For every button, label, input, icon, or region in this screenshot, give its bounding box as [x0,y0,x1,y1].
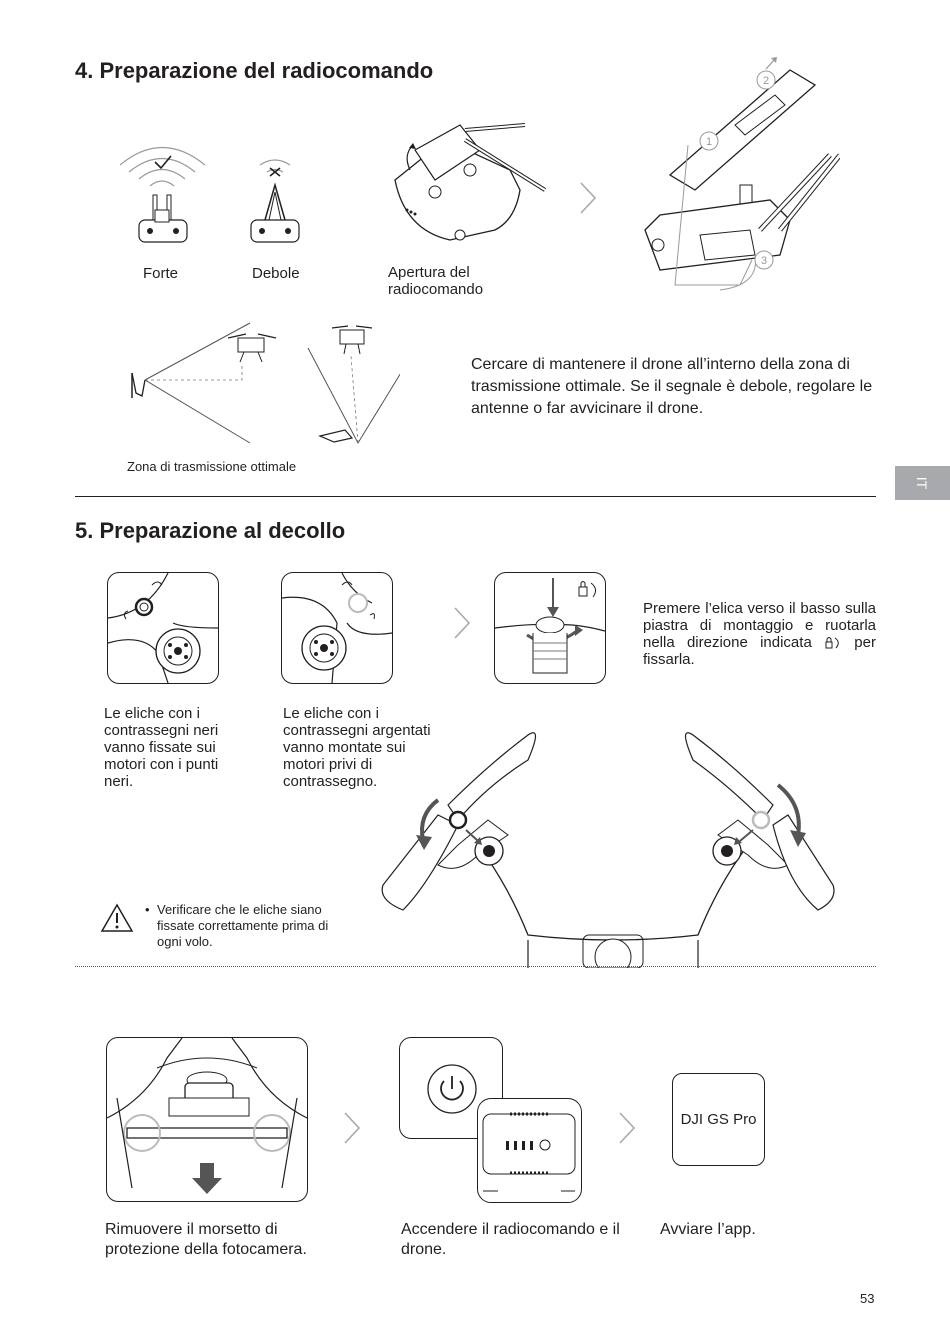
transmission-zone-diagram [120,318,400,453]
label-strong: Forte [143,265,178,282]
page-number: 53 [860,1291,874,1306]
language-tab: IT [895,466,950,500]
motor-black-mark-illustration [107,572,219,684]
start-app-note: Avviare l’app. [660,1220,756,1240]
next-arrow-icon [342,1110,362,1146]
motor-silver-mark-illustration [281,572,393,684]
press-instruction: Premere l’elica verso il basso sulla pia… [643,600,876,668]
section-5-title: 5. Preparazione al decollo [75,518,345,544]
section-divider [75,496,876,497]
lock-icon [824,636,842,650]
step-3-marker: 3 [761,255,767,267]
black-marks-note: Le eliche con i contrassegni neri vanno … [104,705,244,790]
next-arrow-icon [452,605,472,641]
next-arrow-icon [578,180,598,216]
remote-with-tablet-illustration: 1 2 3 [640,55,840,295]
warning-icon [100,903,134,933]
warning-text: Verificare che le eliche siano fissate c… [157,902,350,950]
battery-illustration [477,1098,582,1203]
remove-clamp-note: Rimuovere il morsetto di protezione dell… [105,1220,320,1260]
label-open-remote: Apertura del radiocomando [388,264,518,298]
remote-opening-illustration [385,110,555,250]
app-icon[interactable]: DJI GS Pro [672,1073,765,1166]
dotted-divider [75,966,876,967]
remote-weak-signal-illustration [235,140,315,250]
warning-note: • Verificare che le eliche siano fissate… [145,902,350,950]
language-tab-label: IT [914,477,930,489]
next-arrow-icon [617,1110,637,1146]
bullet: • [145,902,157,950]
remove-clamp-illustration [106,1037,308,1202]
label-weak: Debole [252,265,300,282]
transmission-advice: Cercare di mantenere il drone all’intern… [471,354,876,420]
drone-propellers-illustration [378,725,843,968]
remote-strong-signal-illustration [115,140,210,250]
press-propeller-illustration [494,572,606,684]
power-on-note: Accendere il radiocomando e il drone. [401,1220,631,1260]
section-4-title: 4. Preparazione del radiocomando [75,58,433,84]
step-1-marker: 1 [706,136,712,148]
step-2-marker: 2 [763,75,769,87]
app-name: DJI GS Pro [681,1111,757,1128]
label-transmission-zone: Zona di trasmissione ottimale [127,459,296,475]
